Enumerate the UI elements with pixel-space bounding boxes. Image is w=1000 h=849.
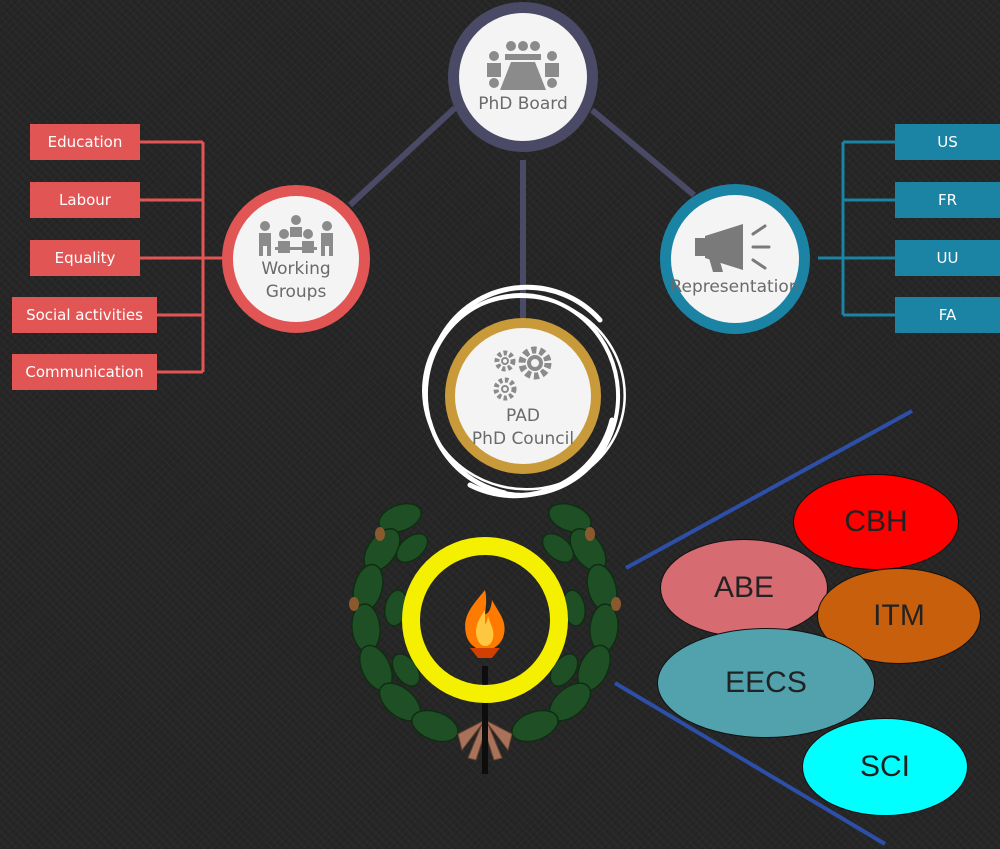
representation-fr: FR	[895, 182, 1000, 218]
representation-node: Representation	[660, 184, 810, 334]
school-sci: SCI	[802, 718, 968, 816]
working-group-communication: Communication	[12, 354, 157, 390]
representation-fa: FA	[895, 297, 1000, 333]
working-group-labour: Labour	[30, 182, 140, 218]
school-abe: ABE	[660, 539, 828, 637]
working-group-equality: Equality	[30, 240, 140, 276]
megaphone-icon	[695, 223, 771, 272]
school-eecs: EECS	[657, 628, 875, 738]
representation-us: US	[895, 124, 1000, 160]
pad-council-node: PAD PhD Council	[445, 318, 601, 474]
working-groups-label-1: Working	[261, 259, 331, 279]
phd-board-node: PhD Board	[448, 2, 598, 152]
working-groups-label-2: Groups	[265, 282, 327, 302]
working-group-social-activities: Social activities	[12, 297, 157, 333]
representation-label: Representation	[670, 276, 800, 297]
pad-label: PAD	[506, 406, 540, 426]
gears-icon	[493, 346, 552, 401]
working-groups-node: Working Groups	[222, 185, 370, 333]
laurel-torch-emblem-icon	[349, 502, 621, 774]
representation-uu: UU	[895, 240, 1000, 276]
phd-board-label: PhD Board	[478, 93, 568, 114]
school-cbh: CBH	[793, 474, 959, 570]
group-discussion-icon	[259, 215, 333, 256]
working-group-education: Education	[30, 124, 140, 160]
meeting-table-icon	[487, 40, 559, 90]
pad-sublabel: PhD Council	[471, 429, 575, 449]
